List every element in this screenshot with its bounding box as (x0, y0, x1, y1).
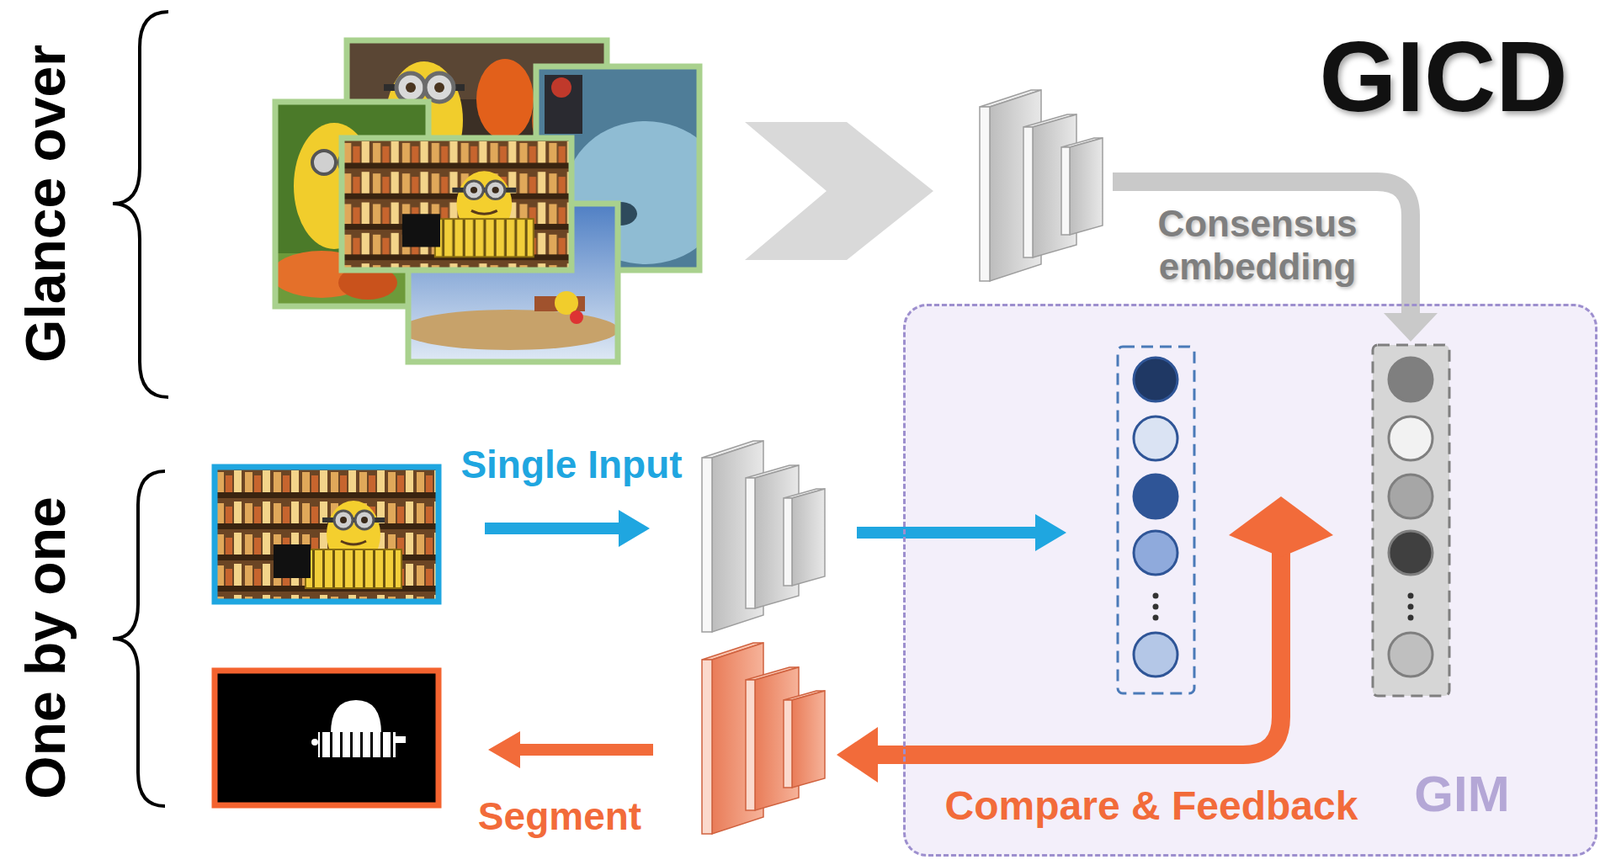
arrow-label: Compare & Feedback (945, 782, 1359, 830)
segment-arrow (488, 731, 654, 769)
input-arrow (484, 510, 650, 548)
cnn-slab (745, 667, 799, 811)
vector-unit (1388, 416, 1433, 461)
cnn-decoder (701, 643, 825, 835)
plane (399, 309, 619, 351)
ellipsis-dot (1153, 593, 1159, 600)
photo-frame (341, 138, 572, 271)
consensus-vector (1372, 345, 1450, 697)
feedback-arrow (875, 547, 1282, 755)
cnn-encoder (979, 90, 1103, 282)
cnn-encoder (701, 441, 825, 633)
plane-part (569, 310, 584, 325)
mask-blob (395, 736, 406, 744)
mask-blob (330, 700, 382, 734)
arrow-label: Segment (478, 794, 642, 840)
curly-brace (112, 471, 165, 807)
side-label: Glance over (14, 44, 79, 363)
pupil (405, 82, 416, 93)
feature-vector (1117, 346, 1195, 694)
curly-brace (112, 11, 169, 398)
vector-unit (1133, 632, 1178, 677)
goggle (396, 73, 426, 102)
goggle (425, 73, 454, 102)
photo (341, 138, 572, 271)
ellipsis-dot (1153, 615, 1159, 622)
mask-blob (311, 738, 319, 746)
side-label: One by one (14, 496, 79, 799)
vector-unit (1133, 357, 1178, 402)
vector-unit (1388, 632, 1433, 677)
feedback-arrowhead (836, 727, 878, 783)
ellipsis-dot (1408, 604, 1414, 611)
module-label: GIM (1413, 765, 1510, 824)
egg (476, 58, 534, 140)
vector-unit (1388, 531, 1433, 575)
feature-arrow (856, 514, 1067, 552)
mask-blob (318, 732, 396, 758)
module-region: GIM (903, 303, 1598, 857)
mask-output (214, 670, 439, 806)
ellipsis-dot (1408, 615, 1414, 622)
ellipsis-dot (1408, 593, 1414, 600)
slab-front (701, 659, 713, 835)
figure (544, 74, 583, 134)
pupil (434, 82, 445, 93)
vector-unit (1133, 531, 1178, 575)
vector-unit (1388, 474, 1433, 519)
slab-side (754, 667, 799, 811)
input-photo (214, 467, 439, 602)
goggle (312, 150, 336, 175)
ellipsis-dot (1153, 604, 1159, 611)
slab-side (792, 691, 825, 788)
input-frame (214, 467, 439, 602)
chevron-arrow (744, 122, 934, 261)
slab-front (745, 680, 755, 811)
consensus-arrowhead (1383, 313, 1438, 342)
vector-unit (1133, 474, 1178, 519)
consensus-arrow (1112, 181, 1411, 315)
slab-front (783, 700, 793, 788)
gim-region-fill (903, 303, 1598, 857)
vector-unit (1388, 357, 1433, 402)
figure-title: GICD (1319, 20, 1569, 135)
figure-head (551, 77, 572, 98)
arrow-label: Single Input (460, 442, 682, 488)
compare-arrowhead (1228, 496, 1334, 558)
cnn-slab (783, 691, 825, 788)
cnn-slab (701, 643, 764, 835)
arrow-label: Consensus embedding (1139, 202, 1376, 288)
vector-unit (1133, 416, 1178, 461)
image-group (271, 40, 726, 362)
